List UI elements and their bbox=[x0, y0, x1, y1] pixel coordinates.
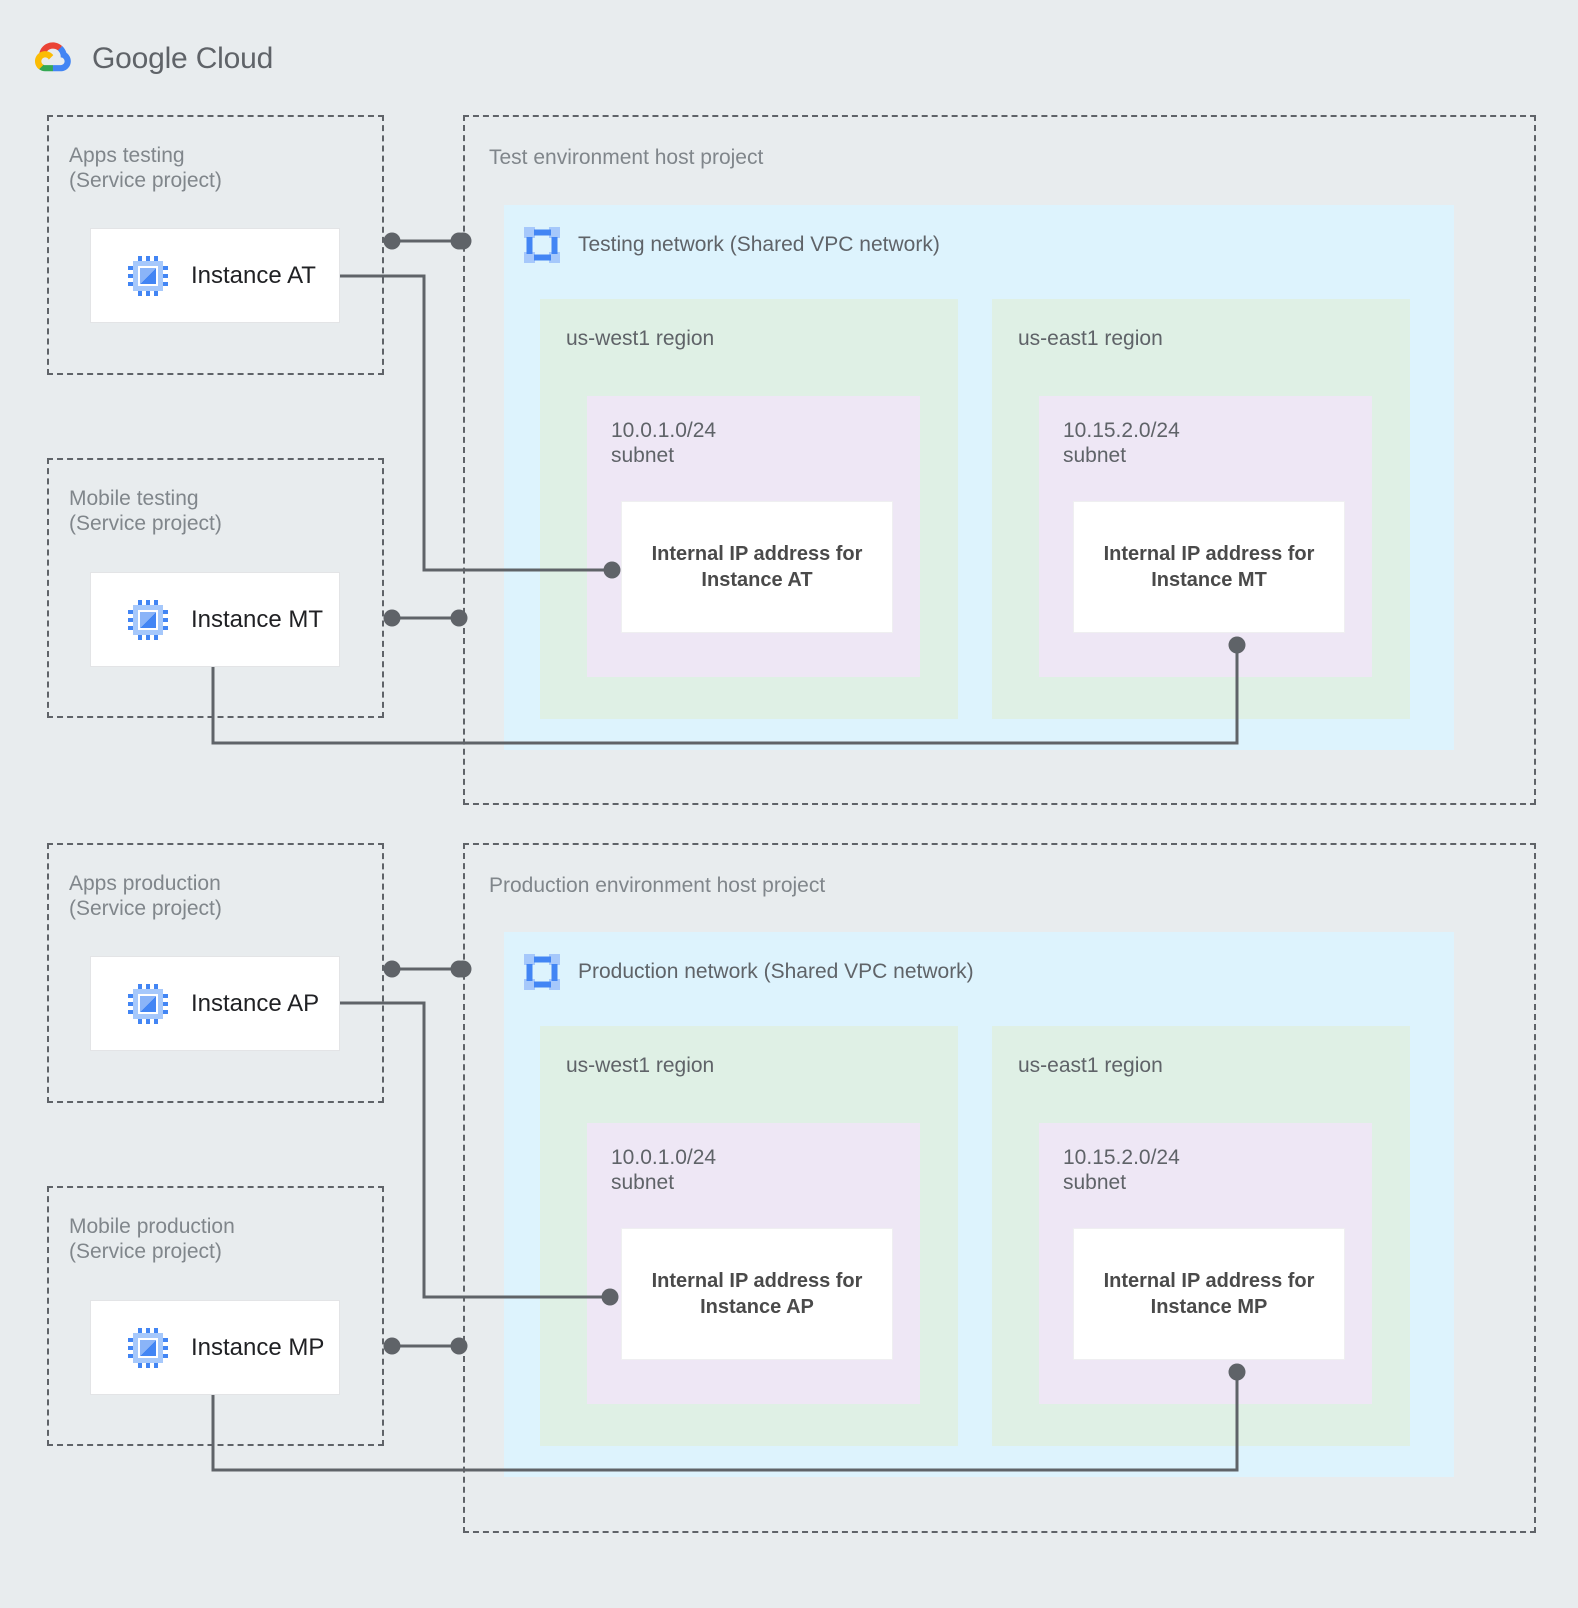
instance-label-at: Instance AT bbox=[191, 261, 316, 289]
ip-box-instance-mp: Internal IP address for Instance MP bbox=[1073, 1228, 1345, 1360]
peer-dot-apps-testing-left bbox=[383, 232, 401, 250]
peer-dot-mobile-production-left bbox=[383, 1337, 401, 1355]
region-us-east1-testing-label: us-east1 region bbox=[1018, 327, 1163, 350]
instance-card-ap[interactable]: Instance AP bbox=[90, 956, 340, 1051]
vpc-network-icon bbox=[522, 952, 562, 992]
peer-dot-mobile-testing-left bbox=[383, 609, 401, 627]
region-us-east1-production-label: us-east1 region bbox=[1018, 1054, 1163, 1077]
instance-label-mp: Instance MP bbox=[191, 1333, 325, 1361]
region-us-west1-testing-label: us-west1 region bbox=[566, 327, 715, 350]
service-project-mobile-production-label: Mobile production (Service project) bbox=[69, 1215, 235, 1263]
shared-vpc-network-testing-title: Testing network (Shared VPC network) bbox=[578, 233, 940, 256]
shared-vpc-network-testing-header: Testing network (Shared VPC network) bbox=[522, 225, 940, 265]
ip-box-instance-ap: Internal IP address for Instance AP bbox=[621, 1228, 893, 1360]
compute-instance-icon bbox=[127, 1327, 169, 1369]
shared-vpc-network-testing: Testing network (Shared VPC network) us-… bbox=[504, 205, 1454, 750]
google-cloud-mark-icon bbox=[32, 36, 78, 82]
ip-box-instance-at: Internal IP address for Instance AT bbox=[621, 501, 893, 633]
google-cloud-wordmark: Google Cloud bbox=[92, 42, 273, 76]
shared-vpc-network-production-title: Production network (Shared VPC network) bbox=[578, 960, 974, 983]
instance-label-ap: Instance AP bbox=[191, 989, 320, 1017]
compute-instance-icon bbox=[127, 255, 169, 297]
service-project-apps-production-label: Apps production (Service project) bbox=[69, 872, 222, 920]
instance-card-mp[interactable]: Instance MP bbox=[90, 1300, 340, 1395]
host-project-production-environment-label: Production environment host project bbox=[489, 874, 826, 897]
host-project-test-environment-label: Test environment host project bbox=[489, 146, 764, 169]
brand-google: Google bbox=[92, 42, 188, 75]
brand-cloud: Cloud bbox=[195, 42, 274, 75]
region-us-west1-production-label: us-west1 region bbox=[566, 1054, 715, 1077]
service-project-apps-testing-label: Apps testing (Service project) bbox=[69, 144, 222, 192]
instance-label-mt: Instance MT bbox=[191, 605, 324, 633]
instance-card-mt[interactable]: Instance MT bbox=[90, 572, 340, 667]
compute-instance-icon bbox=[127, 599, 169, 641]
instance-card-at[interactable]: Instance AT bbox=[90, 228, 340, 323]
shared-vpc-network-production: Production network (Shared VPC network) … bbox=[504, 932, 1454, 1477]
service-project-mobile-testing-label: Mobile testing (Service project) bbox=[69, 487, 222, 535]
google-cloud-logo: Google Cloud bbox=[32, 36, 273, 82]
compute-instance-icon bbox=[127, 983, 169, 1025]
service-project-apps-testing: Apps testing (Service project) bbox=[47, 115, 384, 375]
ip-box-instance-mt: Internal IP address for Instance MT bbox=[1073, 501, 1345, 633]
shared-vpc-network-production-header: Production network (Shared VPC network) bbox=[522, 952, 974, 992]
peer-dot-apps-production-left bbox=[383, 960, 401, 978]
service-project-apps-production: Apps production (Service project) bbox=[47, 843, 384, 1103]
vpc-network-icon bbox=[522, 225, 562, 265]
